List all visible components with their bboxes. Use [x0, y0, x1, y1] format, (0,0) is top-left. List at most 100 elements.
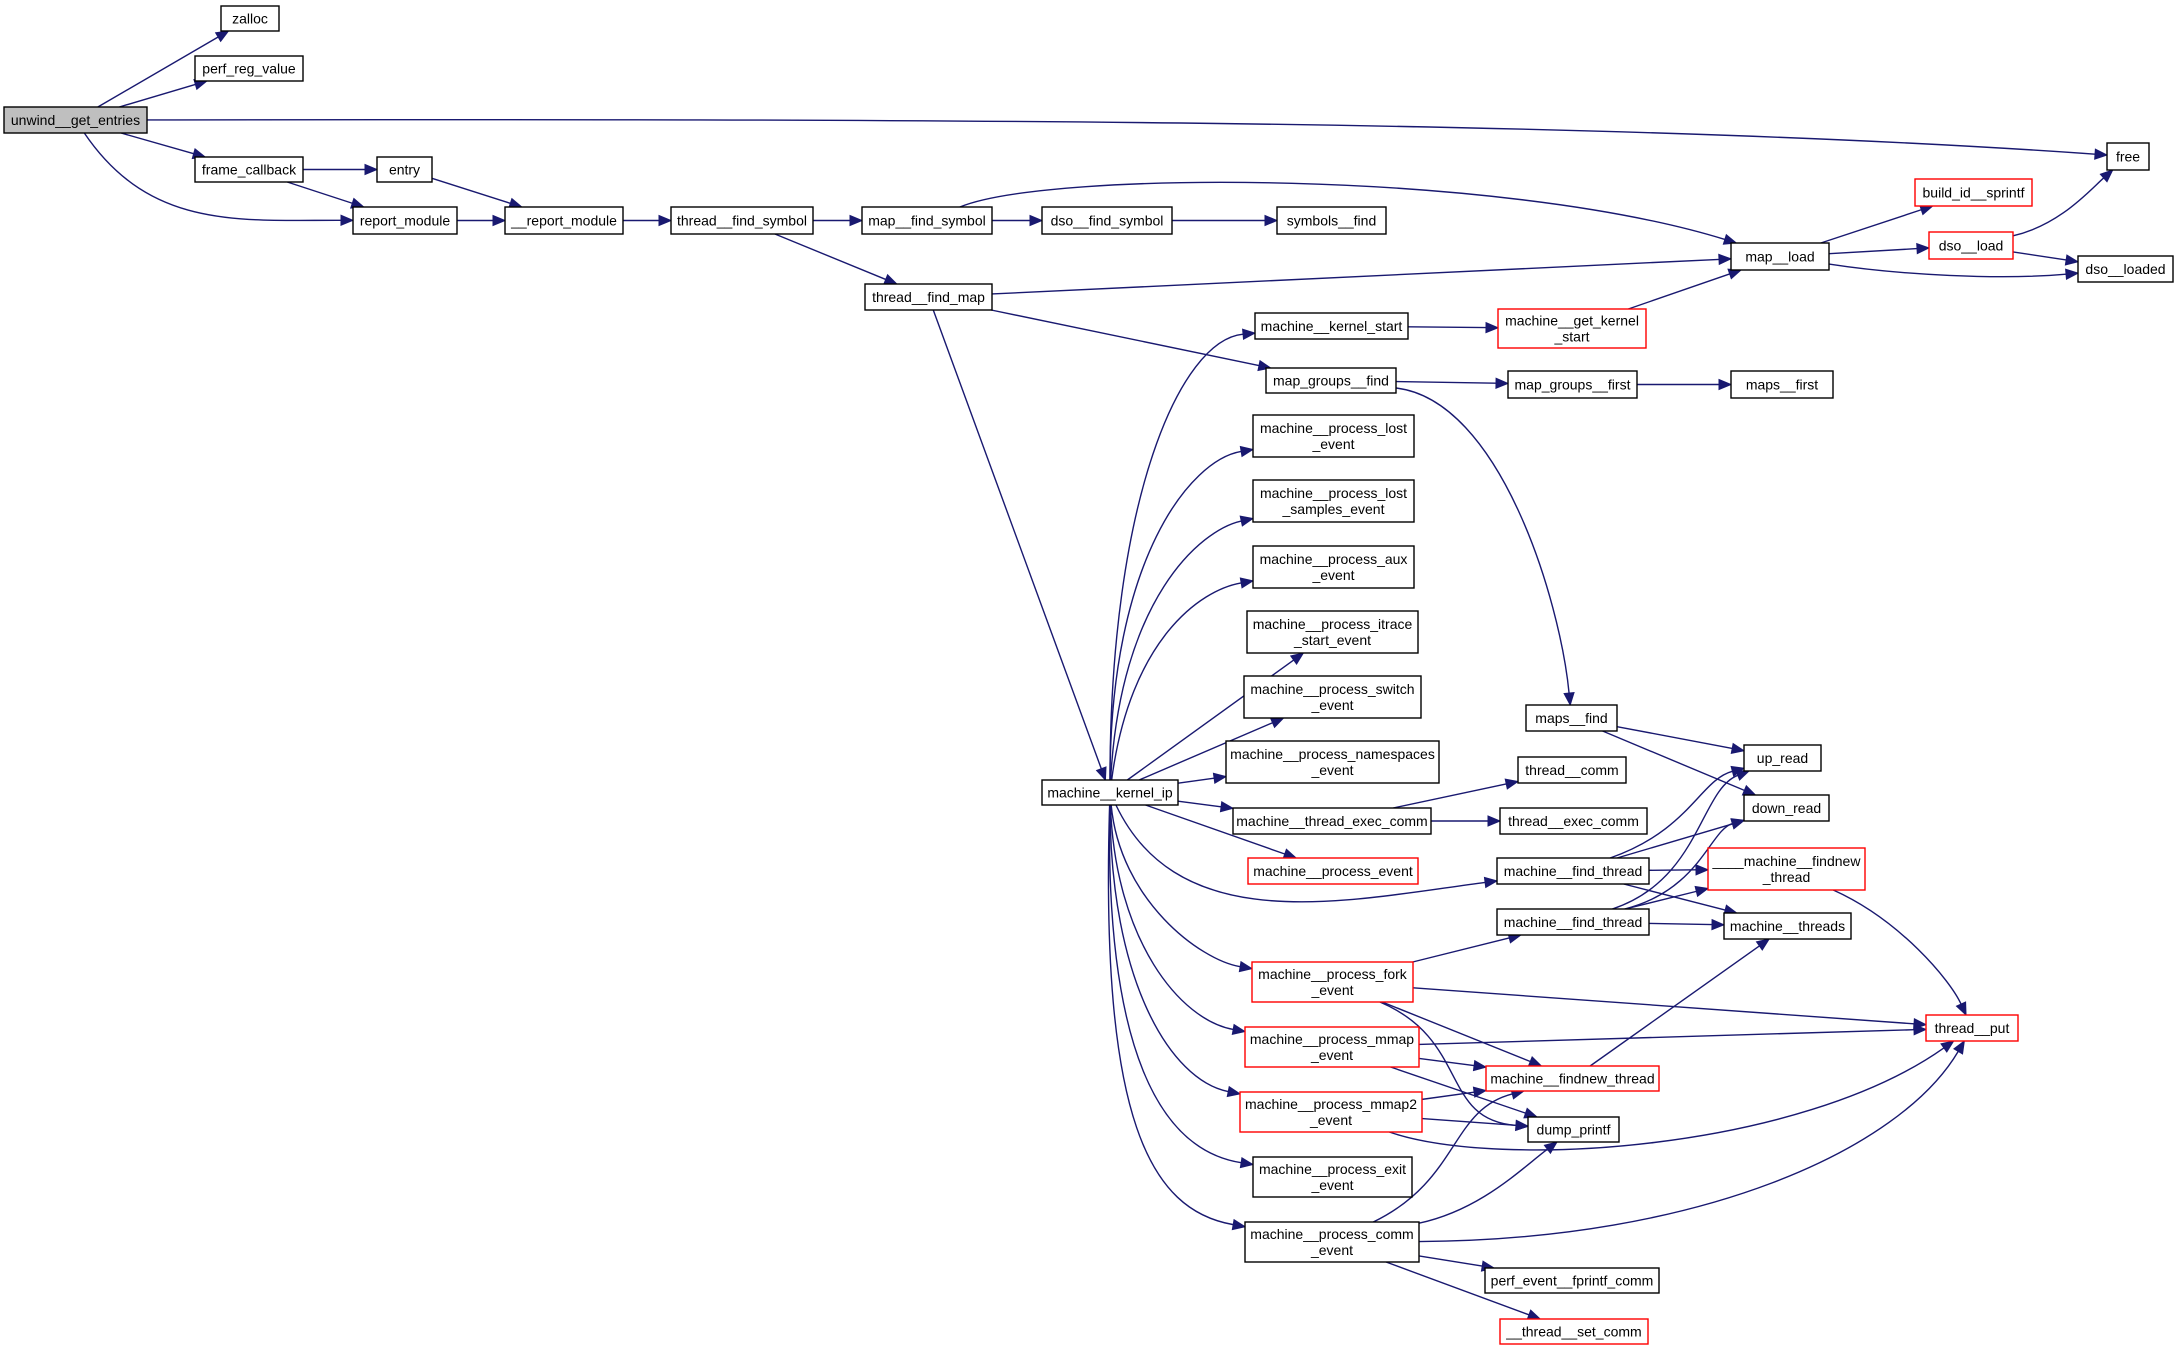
node-fork-event[interactable]: machine__process_fork_event: [1251, 961, 1414, 1003]
node-machine-find-thread-1[interactable]: machine__find_thread: [1496, 857, 1650, 885]
edge-__report_module-to-thread__find_symbol: [623, 214, 673, 227]
node-label: machine__find_thread: [1504, 863, 1643, 879]
node-free[interactable]: free: [2106, 142, 2150, 171]
node-entry[interactable]: entry: [376, 156, 433, 183]
node-thread-find-symbol[interactable]: thread__find_symbol: [670, 206, 814, 235]
edge-comm_event-to-dump_printf: [1418, 1141, 1559, 1224]
edge-map__find_symbol-to-dso__find_symbol: [992, 214, 1044, 227]
node-label: _event: [1310, 1047, 1353, 1063]
arrowhead-icon: [883, 273, 899, 285]
edge-comm_event-to-perf_event__fprintf_comm: [1418, 1255, 1496, 1272]
edge-map__load-to-dso__load: [1828, 242, 1931, 255]
node-label: free: [2116, 149, 2140, 165]
node-map-load[interactable]: map__load: [1730, 242, 1830, 271]
edge-machine__kernel_ip-to-machine__thread_exec_comm: [1177, 800, 1235, 813]
node-itrace-event[interactable]: machine__process_itrace_start_event: [1246, 610, 1419, 654]
node-machine-find-thread-2[interactable]: machine__find_thread: [1496, 908, 1650, 936]
node-thread-put[interactable]: thread__put: [1925, 1014, 2019, 1042]
node-dso-loaded[interactable]: dso__loaded: [2077, 255, 2174, 283]
node-maps-find[interactable]: maps__find: [1525, 704, 1618, 732]
node-box: [1928, 231, 2014, 260]
node-maps-first[interactable]: maps__first: [1730, 370, 1834, 399]
edge-dso__load-to-dso__loaded: [2012, 251, 2080, 266]
edge-line: [1612, 774, 1739, 910]
node-box: [1244, 1026, 1420, 1068]
node-label: _event: [1310, 697, 1353, 713]
node-lost-event[interactable]: machine__process_lost_event: [1252, 414, 1415, 458]
node-box: [3, 106, 148, 134]
node-map-find-symbol[interactable]: map__find_symbol: [861, 206, 993, 235]
arrowhead-icon: [1239, 445, 1255, 458]
arrowhead-icon: [1718, 378, 1733, 391]
node-label: frame_callback: [202, 162, 297, 178]
edge-mmap2_event-to-thread__put: [1389, 1040, 1955, 1151]
arrowhead-icon: [1239, 1156, 1255, 1169]
edge-unwind-to-report_module: [83, 132, 355, 227]
node-machine-kernel-ip[interactable]: machine__kernel_ip: [1041, 779, 1179, 806]
node-aux-event[interactable]: machine__process_aux_event: [1252, 545, 1415, 589]
node-switch-event[interactable]: machine__process_switch_event: [1243, 675, 1422, 719]
node-box: [1730, 242, 1830, 271]
node-perf-event-fprintf-comm[interactable]: perf_event__fprintf_comm: [1484, 1267, 1660, 1294]
arrowhead-icon: [1913, 1023, 1928, 1036]
node-frame-callback[interactable]: frame_callback: [194, 156, 304, 183]
node-comm-event[interactable]: machine__process_comm_event: [1244, 1221, 1420, 1263]
arrowhead-icon: [1239, 577, 1255, 589]
arrowhead-icon: [340, 214, 355, 227]
arrowhead-icon: [1219, 800, 1235, 813]
node-label: machine__process_fork: [1258, 966, 1408, 982]
node-box: [1252, 414, 1415, 458]
edge-line: [97, 36, 219, 108]
edge-line: [431, 177, 511, 205]
node-lost-samples-event[interactable]: machine__process_lost_samples_event: [1252, 479, 1415, 523]
node-thread-set-comm[interactable]: __thread__set_comm: [1499, 1318, 1649, 1345]
arrowhead-icon: [2094, 148, 2109, 160]
node-report-module[interactable]: __report_module: [504, 206, 624, 235]
edge-machine__find_thread_2-to-down_read: [1624, 818, 1746, 910]
node-machine-get-kernel-start[interactable]: machine__get_kernel_start: [1497, 308, 1647, 349]
node-thread-find-map[interactable]: thread__find_map: [864, 283, 993, 311]
node-up-read[interactable]: up_read: [1743, 744, 1822, 772]
arrowhead-icon: [658, 214, 673, 227]
node-machine-kernel-start[interactable]: machine__kernel_start: [1254, 312, 1409, 340]
node-dso-load[interactable]: dso__load: [1928, 231, 2014, 260]
node-label: map__find_symbol: [868, 213, 986, 229]
node-unwind[interactable]: unwind__get_entries: [3, 106, 148, 134]
node-down-read[interactable]: down_read: [1743, 794, 1830, 822]
edge-machine__find_thread_2-to-____machine__findnew_thread: [1625, 885, 1710, 910]
node-dump-printf[interactable]: dump_printf: [1527, 1116, 1620, 1143]
edge-thread__find_symbol-to-map__find_symbol: [813, 214, 864, 227]
node-map-groups-first[interactable]: map_groups__first: [1507, 370, 1638, 399]
node-symbols-find[interactable]: symbols__find: [1276, 206, 1387, 235]
node-box: [220, 5, 280, 32]
node-box: [1254, 312, 1409, 340]
node-perf-reg-value[interactable]: perf_reg_value: [194, 55, 304, 82]
edge-machine__find_thread_2-to-machine__threads: [1648, 918, 1726, 931]
node-machine-process-event[interactable]: machine__process_event: [1247, 857, 1419, 885]
edge-machine__thread_exec_comm-to-thread__exec_comm: [1431, 815, 1502, 827]
arrowhead-icon: [2064, 254, 2080, 266]
node-thread-comm[interactable]: thread__comm: [1517, 756, 1627, 784]
node-build-id-sprintf[interactable]: build_id__sprintf: [1914, 178, 2033, 207]
edge-line: [1109, 804, 1234, 1031]
edge-machine__kernel_ip-to-machine__find_thread_1: [1115, 804, 1499, 903]
node-box: [1496, 908, 1650, 936]
node-box: [1243, 675, 1422, 719]
node-machine-threads[interactable]: machine__threads: [1723, 912, 1852, 940]
node-mmap-event[interactable]: machine__process_mmap_event: [1244, 1026, 1420, 1068]
node-machine-findnew-thread[interactable]: machine__findnew_thread: [1485, 1065, 1660, 1092]
node-thread-exec-comm[interactable]: thread__exec_comm: [1499, 807, 1648, 835]
edge-machine__kernel_ip-to-mmap_event: [1109, 804, 1247, 1036]
node-exit-event[interactable]: machine__process_exit_event: [1252, 1156, 1413, 1198]
node-namespaces-event[interactable]: machine__process_namespaces_event: [1225, 740, 1440, 784]
node-mmap2-event[interactable]: machine__process_mmap2_event: [1239, 1091, 1423, 1133]
node-machine-findnew-thread[interactable]: ____machine__findnew_thread: [1707, 847, 1866, 891]
node-zalloc[interactable]: zalloc: [220, 5, 280, 32]
node-machine-thread-exec-comm[interactable]: machine__thread_exec_comm: [1232, 807, 1432, 835]
node-report-module[interactable]: report_module: [352, 206, 458, 235]
node-map-groups-find[interactable]: map_groups__find: [1265, 367, 1397, 394]
edge-machine__find_thread_1-to-____machine__findnew_thread: [1648, 864, 1710, 876]
node-label: zalloc: [232, 11, 268, 27]
node-dso-find-symbol[interactable]: dso__find_symbol: [1041, 206, 1173, 235]
arrowhead-icon: [1483, 876, 1499, 889]
